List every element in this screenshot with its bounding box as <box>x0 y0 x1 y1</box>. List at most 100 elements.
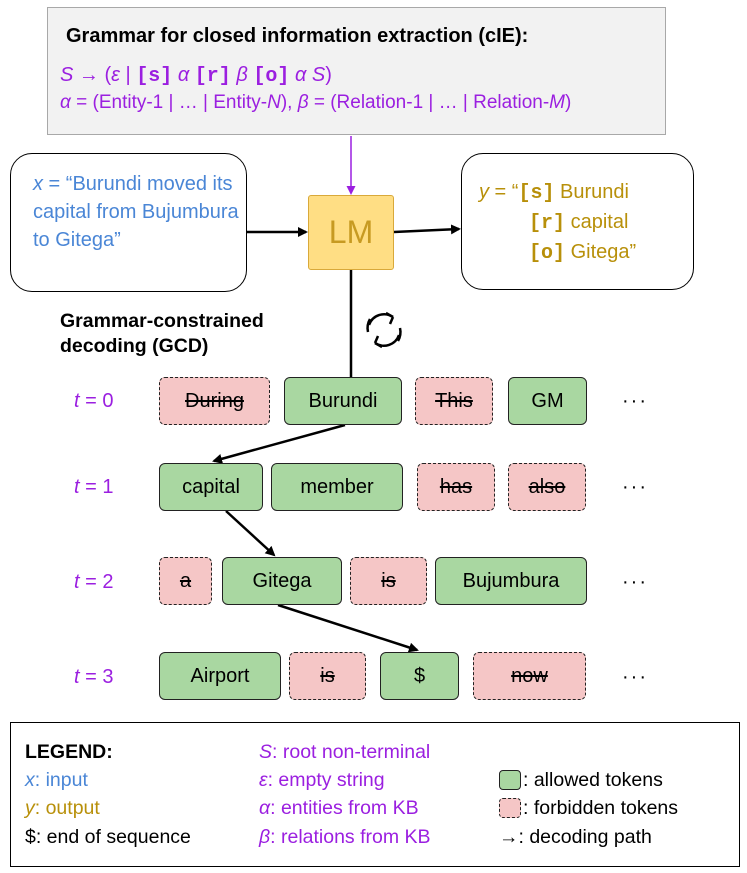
legend-S-desc: : root non-terminal <box>272 741 431 763</box>
grammar-box <box>47 7 666 135</box>
ellipsis-3: ··· <box>622 666 648 688</box>
legend-root: S: root non-terminal <box>259 741 430 764</box>
token-step3-is: is <box>289 652 366 700</box>
gcd-label-line-2: decoding (GCD) <box>60 335 209 357</box>
grammar-beta: β <box>236 64 248 86</box>
token-step2-a: a <box>159 557 212 605</box>
legend-allowed-swatch <box>499 770 521 790</box>
grammar-epsilon: ε <box>111 64 120 86</box>
grammar-arrow-open: → ( <box>73 64 112 86</box>
step-var-3: t <box>74 666 80 688</box>
def-alpha-a: = (Entity-1 | … | Entity- <box>70 92 268 113</box>
token-step0-during: During <box>159 377 270 425</box>
step-eq-1: = 1 <box>79 476 114 498</box>
legend-box <box>10 722 740 867</box>
legend-decoding-path: →: decoding path <box>499 826 652 848</box>
legend-relations: β: relations from KB <box>259 826 431 849</box>
step-label-2: t = 2 <box>74 571 113 594</box>
legend-y-desc: : output <box>34 797 100 819</box>
output-box <box>461 153 694 290</box>
legend-alpha-var: α <box>259 797 271 819</box>
legend-input: x: input <box>25 769 88 792</box>
legend-entities: α: entities from KB <box>259 797 419 820</box>
step-eq-0: = 0 <box>79 390 114 412</box>
token-step0-this: This <box>415 377 493 425</box>
ellipsis-0: ··· <box>622 390 648 412</box>
legend-x-desc: : input <box>34 769 88 791</box>
token-step2-bujumbura: Bujumbura <box>435 557 587 605</box>
legend-alpha-desc: : entities from KB <box>270 797 419 819</box>
legend-x-var: x <box>25 769 35 791</box>
ellipsis-1: ··· <box>622 476 648 498</box>
output-o-token: [o] <box>529 242 566 265</box>
legend-forbidden-swatch <box>499 798 521 818</box>
legend-title: LEGEND: <box>25 741 113 763</box>
step-label-3: t = 3 <box>74 666 113 689</box>
token-step1-also: also <box>508 463 586 511</box>
ellipsis-2: ··· <box>622 571 648 593</box>
output-s-token: [s] <box>518 182 555 205</box>
def-M: M <box>549 92 565 113</box>
def-alpha-b: ), <box>280 92 298 113</box>
input-box <box>10 153 247 292</box>
legend-empty-string: ε: empty string <box>259 769 385 792</box>
def-beta-b: ) <box>565 92 572 113</box>
step-var-2: t <box>74 571 80 593</box>
grammar-r-token: [r] <box>194 65 231 88</box>
token-step1-has: has <box>417 463 495 511</box>
def-beta-a: = (Relation-1 | … | Relation- <box>308 92 550 113</box>
grammar-definition-line: α = (Entity-1 | … | Entity-N), β = (Rela… <box>60 92 571 114</box>
output-text: y = “[s] Burundi [r] capital [o] Gitega” <box>479 178 636 268</box>
def-N: N <box>267 92 281 113</box>
path-arrow-1 <box>225 510 276 557</box>
grammar-alpha-2: α <box>294 64 307 86</box>
token-step0-gm: GM <box>508 377 587 425</box>
gcd-label-line-1: Grammar-constrained <box>60 310 264 332</box>
token-step2-is: is <box>350 557 427 605</box>
def-beta: β <box>297 92 309 113</box>
lm-box: LM <box>308 195 394 270</box>
token-step1-member: member <box>271 463 403 511</box>
token-step2-gitega: Gitega <box>222 557 342 605</box>
legend-allowed: : allowed tokens <box>523 769 663 791</box>
legend-y-var: y <box>25 797 35 819</box>
step-label-0: t = 0 <box>74 390 113 413</box>
output-r-token: [r] <box>529 212 566 235</box>
grammar-close: ) <box>325 64 332 86</box>
input-var: x <box>33 173 43 195</box>
token-step3-end: $ <box>380 652 459 700</box>
grammar-o-token: [o] <box>253 65 290 88</box>
output-var: y <box>479 181 489 203</box>
legend-beta-var: β <box>259 826 271 848</box>
legend-S-var: S <box>259 741 273 763</box>
token-step0-burundi: Burundi <box>284 377 402 425</box>
step-var-0: t <box>74 390 80 412</box>
gcd-label: Grammar-constrained decoding (GCD) <box>60 309 264 359</box>
grammar-S-recursive: S <box>311 64 326 86</box>
input-sentence: = “Burundi moved its capital from Bujumb… <box>33 173 239 251</box>
grammar-S-symbol: S <box>60 64 74 86</box>
legend-end-of-sequence: $: end of sequence <box>25 826 191 848</box>
step-var-1: t <box>74 476 80 498</box>
output-relation: capital <box>565 211 629 233</box>
grammar-bar: | <box>119 64 137 86</box>
path-arrow-0 <box>212 423 346 464</box>
token-step3-now: now <box>473 652 586 700</box>
legend-beta-desc: : relations from KB <box>270 826 431 848</box>
output-subject: Burundi <box>554 181 629 203</box>
step-eq-2: = 2 <box>79 571 114 593</box>
legend-forbidden: : forbidden tokens <box>523 797 679 819</box>
output-eq: = “ <box>489 181 519 203</box>
legend-output: y: output <box>25 797 100 820</box>
input-text: x = “Burundi moved its capital from Buju… <box>33 170 243 254</box>
token-step1-capital: capital <box>159 463 263 511</box>
grammar-title: Grammar for closed information extractio… <box>66 25 529 47</box>
legend-eps-var: ε <box>259 769 268 791</box>
token-step3-airport: Airport <box>159 652 281 700</box>
legend-eps-desc: : empty string <box>267 769 385 791</box>
def-alpha: α <box>60 92 71 113</box>
step-eq-3: = 3 <box>79 666 114 688</box>
lm-to-output-arrow <box>393 224 461 235</box>
